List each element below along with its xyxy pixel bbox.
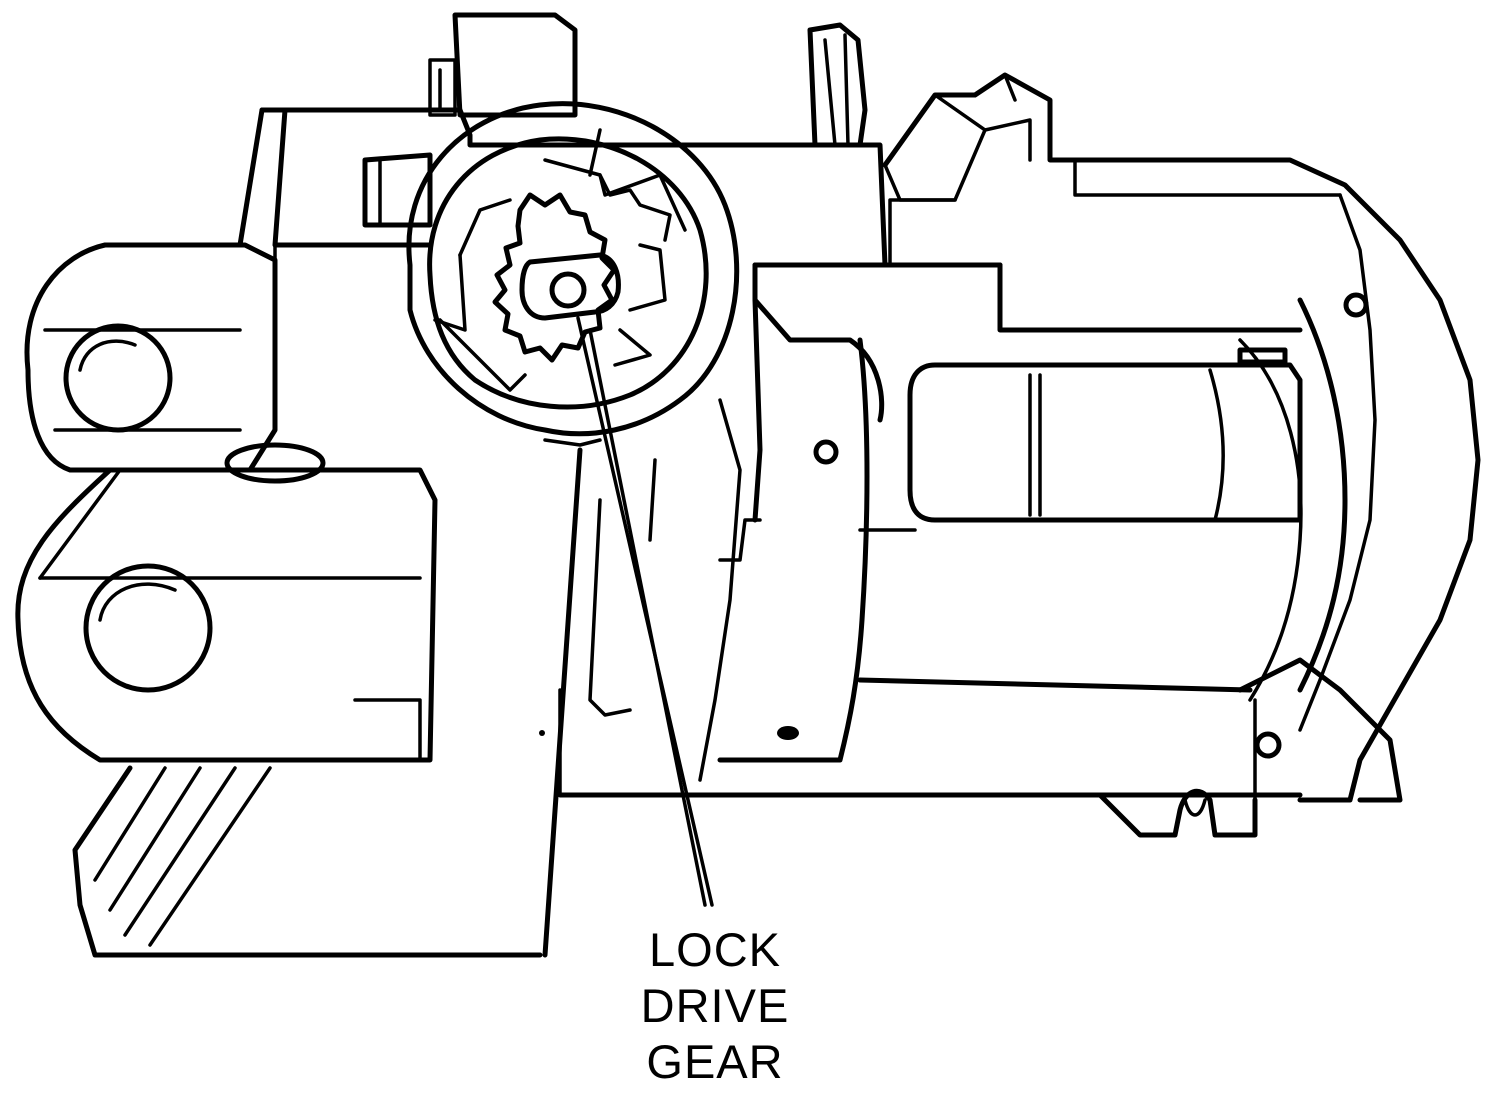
callout-label-lock-drive-gear: LOCK DRIVE GEAR [600,922,830,1090]
upper-mounting-ear [24,242,326,484]
support-post [539,398,742,958]
callout-leader [576,316,714,907]
housing-body [882,157,1481,803]
upper-block [237,12,888,432]
callout-line-1: LOCK [649,923,781,976]
lock-drive-gear-assembly [406,101,740,447]
lower-mounting-ear [15,467,438,763]
housing-window [907,347,1303,523]
top-post [807,22,868,148]
barrel-ring [557,262,1258,838]
ribbed-boss [72,765,543,958]
locking-tab [882,72,1078,267]
callout-line-2: DRIVE [640,979,790,1032]
callout-line-3: GEAR [646,1035,784,1088]
